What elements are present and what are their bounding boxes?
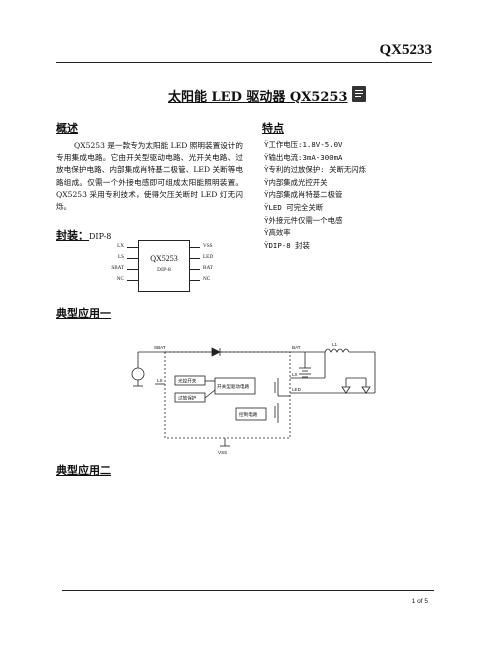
ic-boundary <box>164 351 291 439</box>
app1-heading: 典型应用一 <box>56 307 111 320</box>
label-vss: VSS <box>218 450 227 455</box>
overview-body: QX5253 是一款专为太阳能 LED 照明装置设计的专用集成电路。它由开关型驱… <box>56 141 243 212</box>
package-type: DIP-8 <box>89 232 112 241</box>
pin-label-left: LS <box>117 254 124 260</box>
label-led: LED <box>292 387 302 392</box>
chip-package: DIP-8 <box>157 267 171 273</box>
note-icon[interactable] <box>352 86 366 102</box>
package-heading: 封装： <box>56 229 89 242</box>
pin-lead <box>189 247 200 248</box>
feature-item: ŸDIP-8 封装 <box>264 240 310 250</box>
feature-item: Ÿ外接元件仅需一个电感 <box>264 215 343 225</box>
led-icon <box>341 386 351 394</box>
label-lx: LX <box>292 372 298 377</box>
pin-label-right: LED <box>203 254 214 260</box>
label-driver: 开关型驱动电路 <box>217 383 250 390</box>
pin-label-right: BAT <box>203 265 213 271</box>
pin-lead <box>127 258 138 259</box>
control-block <box>235 407 267 421</box>
label-bat: BAT <box>292 345 301 350</box>
chip-name: QX5253 <box>150 254 178 263</box>
document-title: 太阳能 LED 驱动器 QX5253 <box>168 90 348 105</box>
solar-cell-icon <box>131 367 145 381</box>
diode-icon <box>211 347 221 357</box>
label-ls: LS <box>157 378 163 383</box>
header-rule <box>56 62 432 63</box>
page-number: 1 of 5 <box>411 598 428 605</box>
feature-item: Ÿ内部集成肖特基二极管 <box>264 190 343 200</box>
feature-item: ŸLED 可完全关断 <box>264 202 324 212</box>
feature-item: Ÿ高效率 <box>264 228 291 238</box>
pin-label-left: NC <box>116 276 124 282</box>
app2-heading: 典型应用二 <box>56 464 111 477</box>
package-line: 封装：DIP-8 <box>56 227 111 243</box>
chip-outline <box>138 240 190 292</box>
label-l1: L1 <box>332 342 338 347</box>
pin-label-left: LX <box>117 243 124 249</box>
features-heading: 特点 <box>262 122 284 135</box>
part-number: QX5233 <box>379 42 433 58</box>
inductor-icon <box>324 348 350 353</box>
label-ovp: 过放保护 <box>178 395 197 402</box>
pin-lead <box>127 247 138 248</box>
label-light: 光控开关 <box>178 378 197 385</box>
feature-item: Ÿ专利的过放保护: 关断无闪烁 <box>264 165 367 175</box>
pin-lead <box>127 269 138 270</box>
label-sbat: SBAT <box>154 345 166 350</box>
led-icon <box>361 386 371 394</box>
pin-label-right: VSS <box>203 243 213 249</box>
features-list: Ÿ工作电压:1.8V-5.0V Ÿ输出电流:3mA-300mA Ÿ专利的过放保护… <box>264 139 366 252</box>
pin-lead <box>189 258 200 259</box>
driver-block <box>214 377 256 395</box>
overview-heading: 概述 <box>56 122 78 135</box>
feature-item: Ÿ输出电流:3mA-300mA <box>264 152 343 162</box>
pin-lead <box>189 269 200 270</box>
pin-label-left: SBAT <box>111 265 124 271</box>
light-switch-block <box>174 375 206 386</box>
feature-item: Ÿ内部集成光控开关 <box>264 177 328 187</box>
pin-lead <box>189 280 200 281</box>
label-control: 控制电路 <box>239 411 258 418</box>
pin-label-right: NC <box>203 276 211 282</box>
feature-item: Ÿ工作电压:1.8V-5.0V <box>264 140 343 149</box>
pin-lead <box>127 280 138 281</box>
app1-schematic: SBAT LS BAT LX LED VSS L1 光控开关 过放保护 开关型驱… <box>131 342 376 455</box>
footer-rule <box>62 590 434 591</box>
